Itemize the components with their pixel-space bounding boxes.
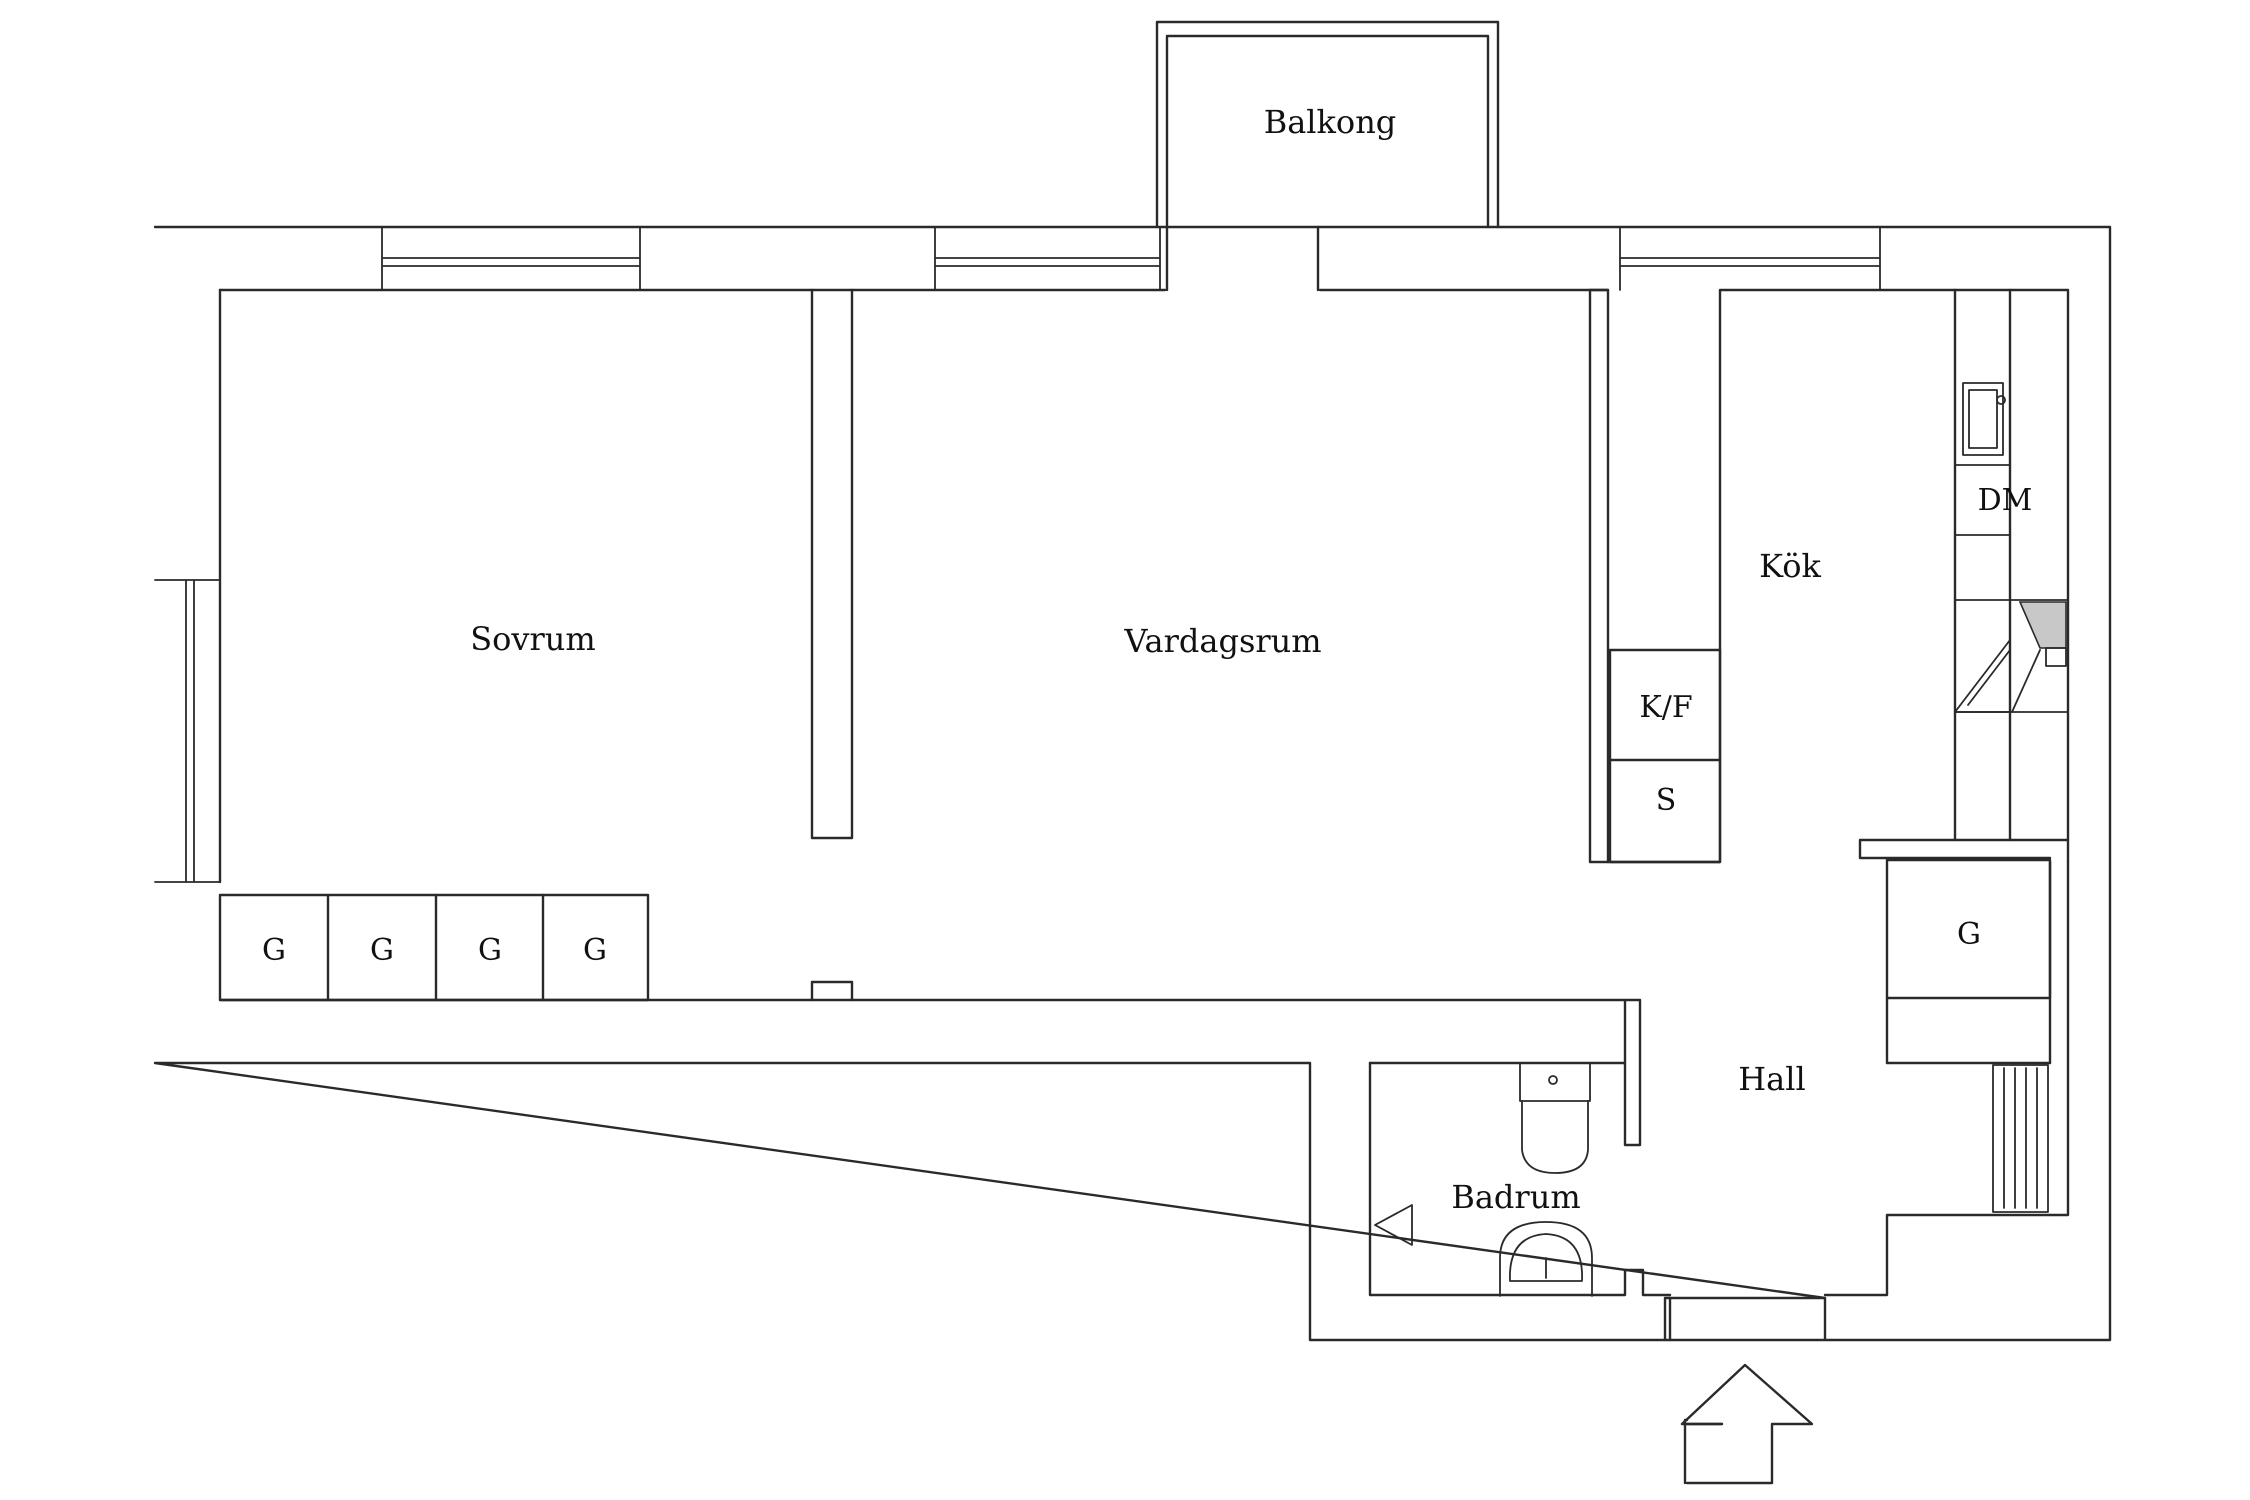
room-label-vardagsrum: Vardagsrum [1123,622,1321,660]
room-label-hall: Hall [1738,1060,1805,1098]
window-vardagsrum-top [934,226,1161,291]
sink-icon [1962,382,2006,456]
wardrobe-label: G [583,933,607,968]
fridge-sink-unit [1608,648,1722,864]
washbasin-icon [1499,1221,1593,1297]
fixture-label-kf: K/F [1639,690,1692,725]
room-label-balkong: Balkong [1264,103,1397,141]
wardrobe-label: G [370,933,394,968]
radiator-icon [1992,1064,2049,1213]
partition-wall [810,288,854,1002]
wardrobe-label: G [262,933,286,968]
window-kok-top [1619,226,1881,291]
room-label-sovrum: Sovrum [470,620,596,658]
stove-icon [1954,601,2067,713]
fixture-label-s: S [1656,783,1677,818]
fixture-label-dm: DM [1978,483,2033,518]
window-sovrum-left [154,579,221,883]
wardrobe-row [218,893,650,1002]
wardrobe-label: G [1957,917,1981,952]
wardrobe-label: G [478,933,502,968]
outer-wall [153,225,2112,1342]
room-label-badrum: Badrum [1451,1178,1580,1216]
shower-corner-icon [1374,1204,1413,1246]
balcony [1155,20,1500,292]
entrance-arrow-icon [1680,1363,1814,1485]
window-sovrum-top [381,226,641,291]
kitchen-counter [1953,288,2069,842]
room-label-kok: Kök [1759,547,1821,585]
toilet-icon [1519,1062,1591,1174]
hall-wardrobe [1885,858,2052,1000]
